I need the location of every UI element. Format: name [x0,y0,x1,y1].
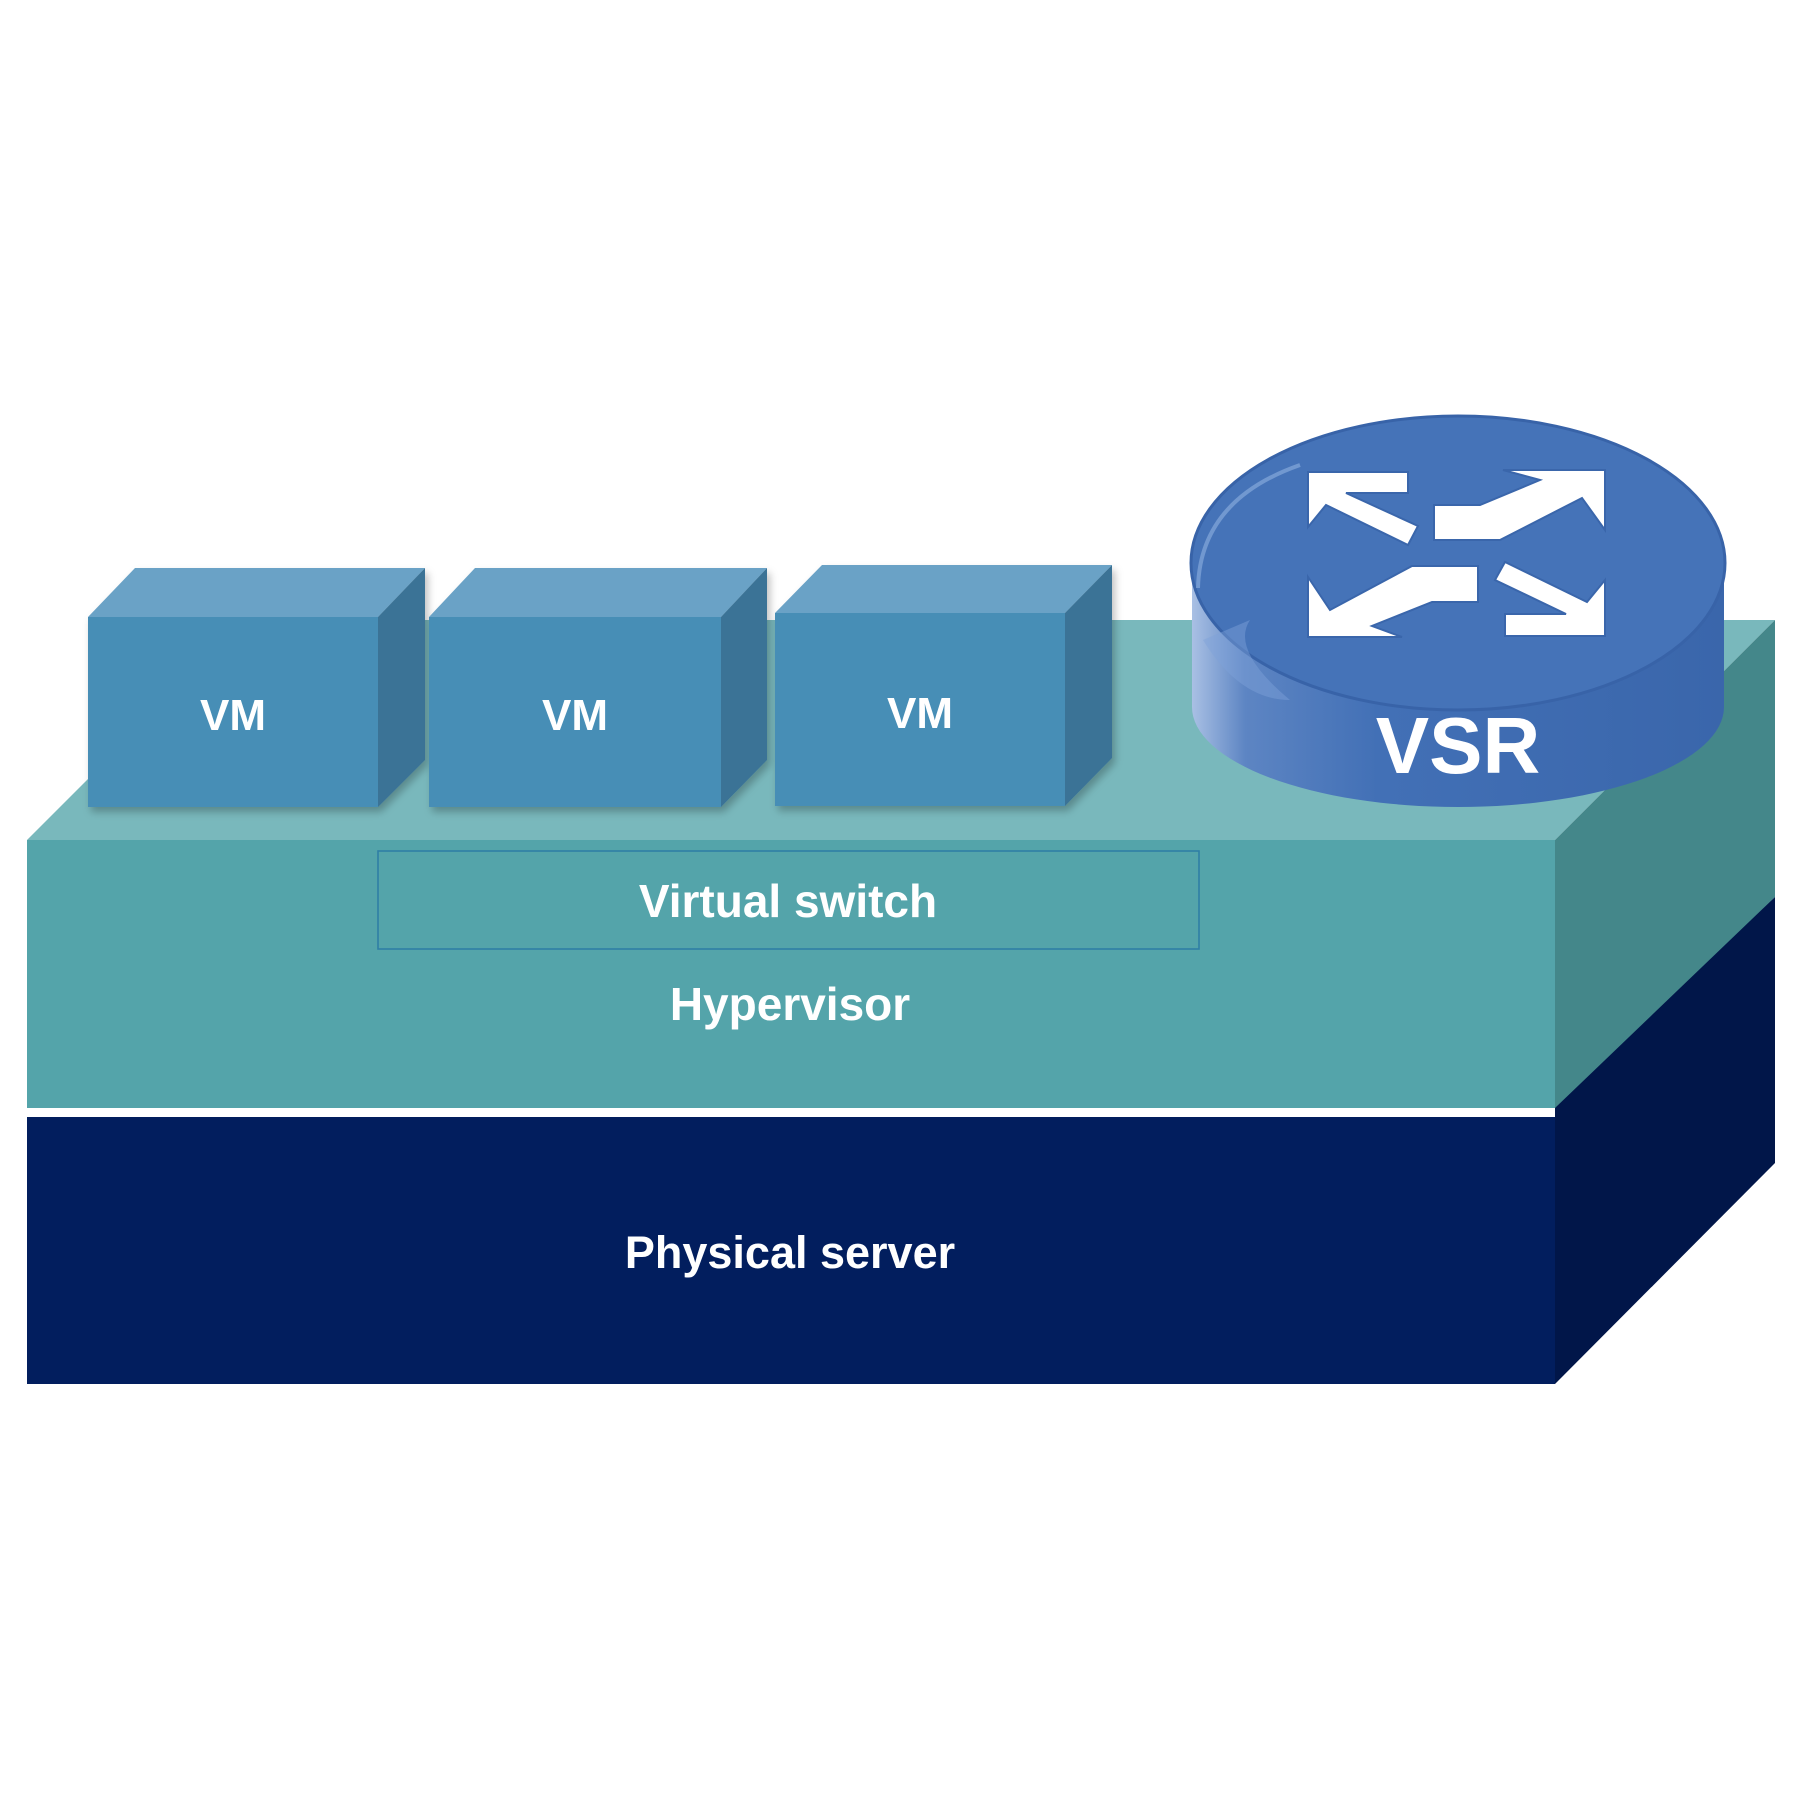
router-top [1189,414,1727,712]
router-label: VSR [1376,701,1541,790]
vm-box-top [429,568,767,617]
virtual-switch-label: Virtual switch [639,875,937,927]
vm-box: VM [429,568,767,807]
vm-label: VM [887,689,953,738]
physical-server-side [1555,897,1775,1384]
vm-box-front [88,617,378,807]
router-side-highlight [1203,620,1290,700]
vm-label: VM [200,691,266,740]
hypervisor-front [27,840,1555,1108]
vm-box: VM [88,568,425,807]
virtual-switch-box [377,850,1200,950]
hypervisor-side [1555,620,1775,1108]
vsr-router: VSR [1189,414,1727,807]
vm-box: VM [775,565,1112,806]
vm-box-front [429,617,721,807]
vm-box-top [88,568,425,617]
router-arrows-icon [1307,469,1606,638]
vm-box-side [721,568,767,807]
vm-box-front [775,613,1065,806]
vm-label: VM [542,691,608,740]
vm-box-top [775,565,1112,613]
physical-server-front [27,1117,1555,1384]
vm-box-side [378,568,425,807]
vm-box-side [1065,565,1112,806]
hypervisor-label: Hypervisor [670,978,910,1030]
physical-server-label: Physical server [625,1227,955,1278]
router-top-highlight [1196,463,1301,589]
